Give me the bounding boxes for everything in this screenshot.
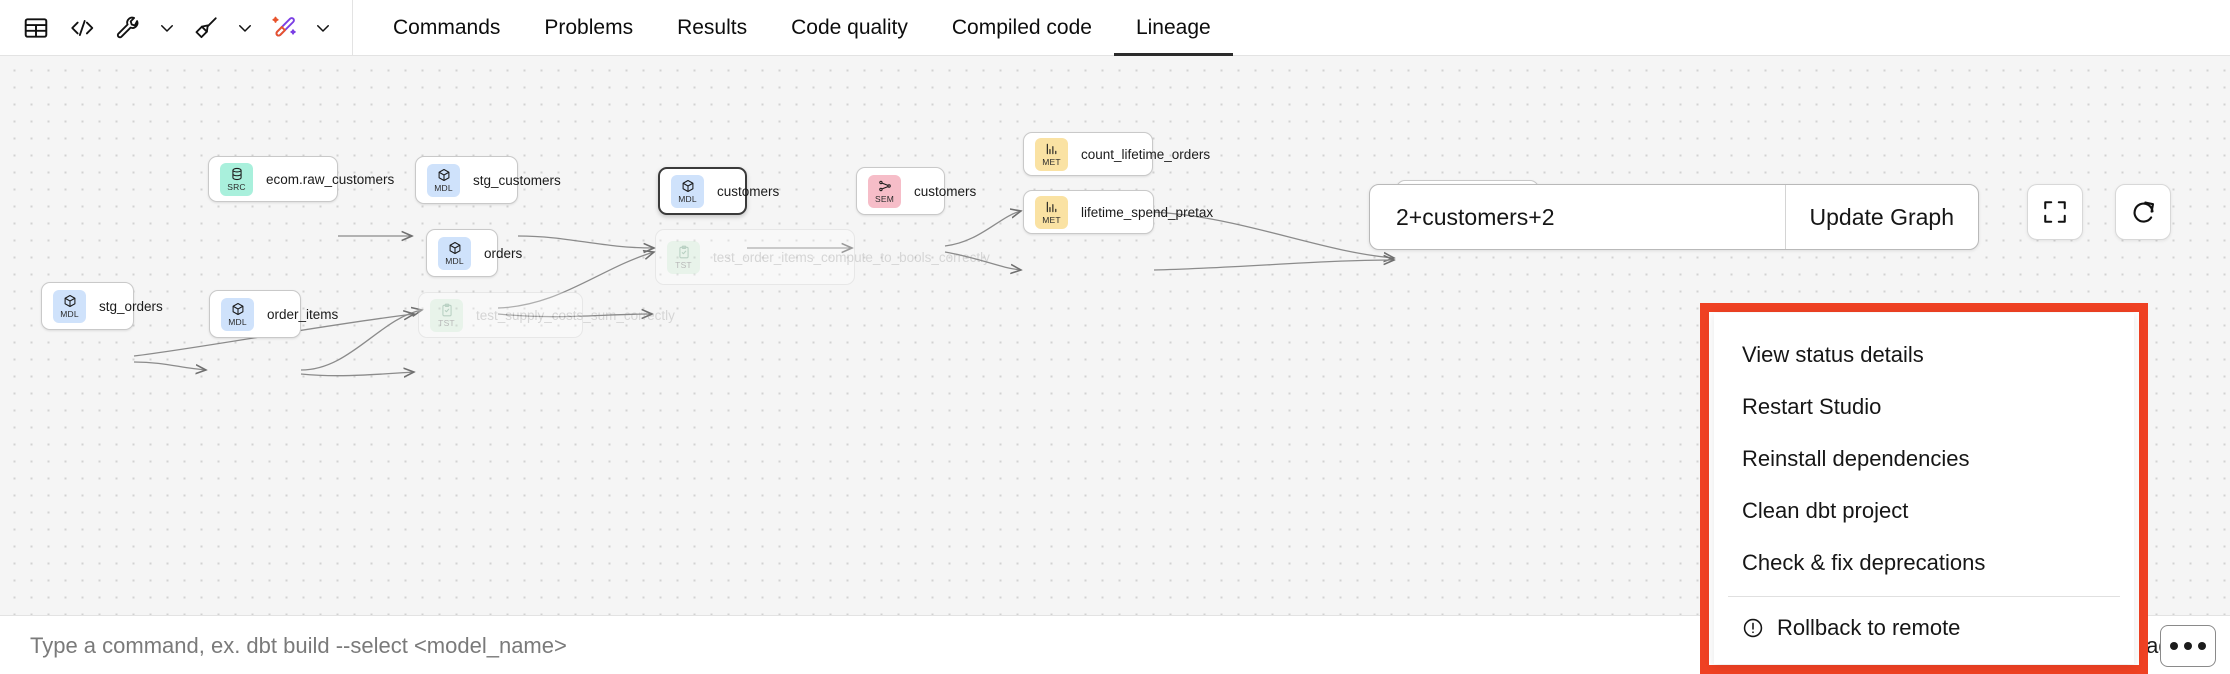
context-menu-item-rollback-to-remote[interactable]: Rollback to remote — [1714, 602, 2134, 654]
tab-lineage[interactable]: Lineage — [1113, 0, 1233, 56]
cube-icon: MDL — [438, 236, 471, 270]
node-type-code: MET — [1042, 214, 1061, 225]
lineage-node-label: lifetime_spend_pretax — [1081, 204, 1214, 220]
dot — [2198, 642, 2206, 650]
wrench-chevron-down-icon[interactable] — [152, 6, 182, 50]
lineage-node-label: order_items — [267, 306, 339, 322]
fullscreen-icon[interactable] — [2027, 184, 2083, 240]
cube-glyph — [681, 179, 695, 194]
lineage-node-order_items[interactable]: MDL order_items — [209, 290, 338, 338]
cube-glyph — [437, 168, 451, 183]
broom-icon[interactable] — [184, 6, 228, 50]
bars-glyph — [1045, 142, 1059, 157]
lineage-node-label: customers — [914, 183, 977, 199]
dot — [2184, 642, 2192, 650]
code-view-icon[interactable] — [60, 6, 104, 50]
cube-icon: MDL — [671, 174, 704, 208]
context-menu-item-label: Check & fix deprecations — [1742, 550, 1986, 575]
cube-icon: MDL — [53, 289, 86, 323]
update-graph-button[interactable]: Update Graph — [1809, 203, 1954, 230]
ellipsis-icon[interactable] — [2160, 625, 2216, 667]
database-glyph — [230, 167, 244, 182]
lineage-node-label: customers — [717, 183, 780, 199]
context-menu-item-label: Reinstall dependencies — [1742, 446, 1970, 471]
sem-icon: SEM — [868, 174, 901, 208]
bars-glyph — [1045, 200, 1059, 215]
lineage-node-label: stg_orders — [99, 298, 163, 314]
clipboard-glyph — [440, 303, 454, 318]
node-type-code: MDL — [434, 182, 453, 193]
node-type-code: SRC — [227, 181, 246, 192]
top-toolbar: Commands Problems Results Code quality Compi… — [0, 0, 2230, 56]
clipboard-glyph — [677, 245, 691, 260]
sem-glyph — [878, 179, 892, 194]
cube-glyph — [63, 294, 77, 309]
node-type-code: MDL — [678, 193, 697, 204]
lineage-node-count_lifetime_orders[interactable]: MET count_lifetime_orders — [1023, 132, 1210, 176]
lineage-edges — [133, 56, 2230, 616]
tab-compiled-code[interactable]: Compiled code — [951, 15, 1092, 39]
cube-icon: MDL — [221, 297, 254, 331]
database-icon: SRC — [220, 162, 253, 196]
cube-glyph — [448, 241, 462, 256]
lineage-node-label: stg_customers — [473, 172, 561, 188]
search-divider — [1784, 185, 1786, 249]
lineage-node-label: test_supply_costs_sum_correctly — [476, 307, 675, 323]
wrench-icon[interactable] — [106, 6, 150, 50]
lineage-node-customers_sem[interactable]: SEM customers — [856, 167, 976, 215]
node-type-code: SEM — [874, 193, 895, 204]
lineage-node-test_supply_costs[interactable]: TST test_supply_costs_sum_correctly — [418, 292, 675, 338]
editor-tool-group — [0, 0, 353, 56]
node-type-code: MDL — [60, 308, 79, 319]
tab-commands[interactable]: Commands — [393, 15, 501, 39]
lineage-node-ecom_raw_customers[interactable]: SRC ecom.raw_customers — [208, 156, 394, 202]
table-view-icon[interactable] — [14, 6, 58, 50]
lineage-node-orders[interactable]: MDL orders — [426, 229, 522, 277]
node-type-code: MDL — [445, 255, 464, 266]
alert-icon — [1742, 617, 1764, 639]
lineage-node-customers_mdl[interactable]: MDL customers — [658, 167, 779, 215]
context-menu-item-label: Restart Studio — [1742, 394, 1882, 419]
tab-problems[interactable]: Problems — [544, 15, 634, 39]
context-menu-item-label: Rollback to remote — [1777, 615, 1961, 640]
clipboard-icon: TST — [667, 240, 700, 274]
lineage-search-bar: Update Graph — [1369, 184, 1979, 250]
context-menu-item-view-status-details[interactable]: View status details — [1714, 329, 2134, 381]
tab-code-quality[interactable]: Code quality — [791, 15, 908, 39]
lineage-search-input[interactable] — [1370, 185, 1785, 249]
lineage-node-test_order_items[interactable]: TST test_order_items_compute_to_bools_cor… — [655, 229, 990, 285]
lineage-node-lifetime_spend_pretax[interactable]: MET lifetime_spend_pretax — [1023, 190, 1213, 234]
node-type-code: TST — [675, 259, 692, 270]
node-type-code: TST — [438, 317, 455, 328]
lineage-node-label: ecom.raw_customers — [266, 171, 395, 187]
context-menu-item-label: Clean dbt project — [1742, 498, 1909, 523]
refresh-icon[interactable] — [2115, 184, 2171, 240]
dot — [2170, 642, 2178, 650]
tab-results[interactable]: Results — [677, 15, 748, 39]
magic-wand-chevron-down-icon[interactable] — [308, 6, 338, 50]
lineage-node-label: test_order_items_compute_to_bools_correc… — [713, 249, 990, 265]
node-type-code: MET — [1042, 156, 1061, 167]
lineage-node-stg_orders[interactable]: MDL stg_orders — [41, 282, 163, 330]
bars-icon: MET — [1035, 195, 1068, 229]
lineage-node-label: count_lifetime_orders — [1081, 146, 1211, 162]
context-menu-item-check-fix-deprecations[interactable]: Check & fix deprecations — [1714, 537, 2134, 589]
lineage-node-stg_customers[interactable]: MDL stg_customers — [415, 156, 561, 204]
cube-glyph — [231, 302, 245, 317]
context-menu-item-restart-studio[interactable]: Restart Studio — [1714, 381, 2134, 433]
context-menu-item-reinstall-dependencies[interactable]: Reinstall dependencies — [1714, 433, 2134, 485]
lineage-node-label: orders — [484, 245, 523, 261]
context-menu-item-label: View status details — [1742, 342, 1924, 367]
broom-chevron-down-icon[interactable] — [230, 6, 260, 50]
context-menu-separator — [1728, 596, 2120, 597]
context-menu-item-clean-dbt-project[interactable]: Clean dbt project — [1714, 485, 2134, 537]
clipboard-icon: TST — [430, 298, 463, 332]
bars-icon: MET — [1035, 137, 1068, 171]
magic-wand-icon[interactable] — [262, 6, 306, 50]
panel-tabs: Commands Problems Results Code quality Compi… — [371, 0, 1233, 56]
node-type-code: MDL — [228, 316, 247, 327]
cube-icon: MDL — [427, 163, 460, 197]
command-input[interactable] — [0, 632, 1961, 659]
